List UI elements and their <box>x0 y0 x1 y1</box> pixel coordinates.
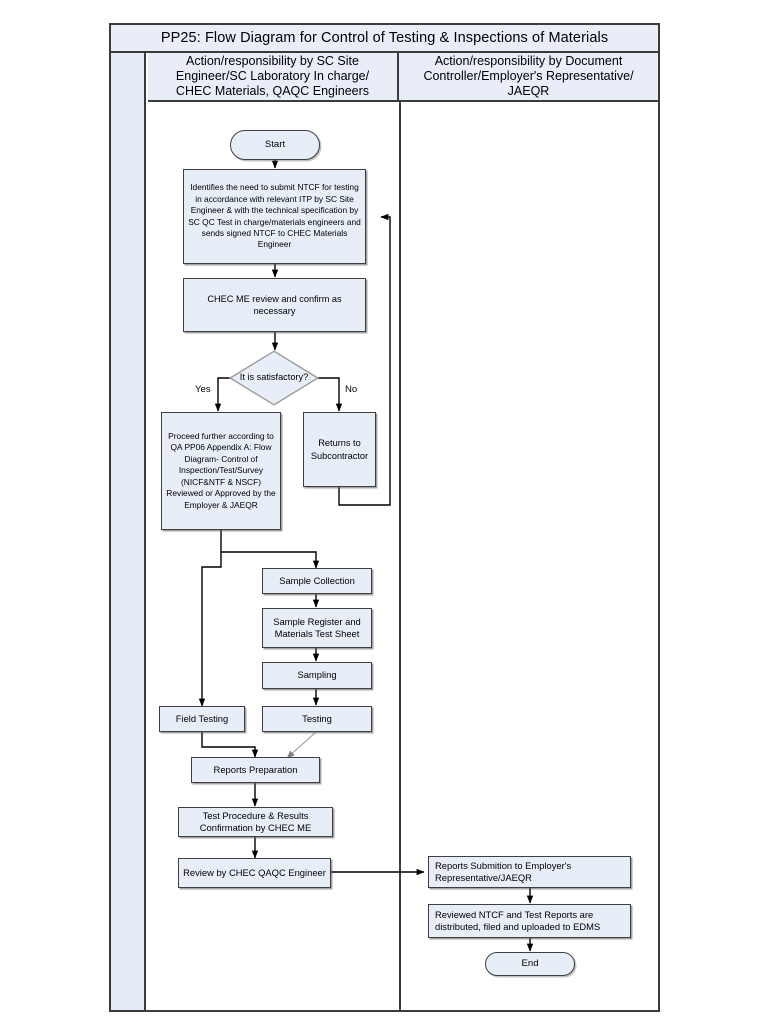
node-review-by-chec-qaqc-label: Review by CHEC QAQC Engineer <box>183 866 326 878</box>
node-reviewed-ntcf-edms-label: Reviewed NTCF and Test Reports are distr… <box>435 908 601 932</box>
node-start-label: Start <box>264 138 286 150</box>
swimlane-header-left-line3: CHEC Materials, QAQC Engineers <box>175 84 370 98</box>
node-returns-to-subcontractor[interactable]: Returns to Subcontractor <box>303 412 376 487</box>
swimlane-header-band: Action/responsibility by SC Site Enginee… <box>148 53 658 102</box>
branch-label-yes: Yes <box>195 384 211 395</box>
swimlane-header-right-line2: Controller/Employer's Representative/ <box>423 69 634 83</box>
node-sample-register-label: Sample Register and Materials Test Sheet <box>273 615 361 639</box>
swimlane-header-right: Action/responsibility by Document Contro… <box>399 53 658 102</box>
swimlane-header-left-line2: Engineer/SC Laboratory In charge/ <box>175 69 370 83</box>
node-reviewed-ntcf-edms[interactable]: Reviewed NTCF and Test Reports are distr… <box>428 904 631 938</box>
node-end[interactable]: End <box>485 952 575 976</box>
node-reports-submission[interactable]: Reports Submition to Employer's Represen… <box>428 856 631 888</box>
node-identify-ntcf[interactable]: Identifies the need to submit NTCF for t… <box>183 169 366 264</box>
node-test-procedure-confirmation-label: Test Procedure & Results Confirmation by… <box>199 809 312 833</box>
node-reports-submission-label: Reports Submition to Employer's Represen… <box>435 859 572 883</box>
node-reports-preparation[interactable]: Reports Preparation <box>191 757 320 783</box>
node-review-by-chec-qaqc[interactable]: Review by CHEC QAQC Engineer <box>178 858 331 888</box>
node-sample-collection-label: Sample Collection <box>279 574 355 586</box>
node-sampling-label: Sampling <box>297 669 337 681</box>
node-end-label: End <box>521 957 539 969</box>
swimlane-divider <box>399 102 401 1010</box>
node-decision-satisfactory[interactable]: It is satisfactory? <box>229 350 319 406</box>
node-field-testing-label: Field Testing <box>175 712 229 724</box>
node-decision-satisfactory-label: It is satisfactory? <box>239 372 309 383</box>
left-margin-column <box>111 53 146 1010</box>
branch-label-no: No <box>345 384 358 395</box>
node-proceed-further-label: Proceed further according to QA PP06 App… <box>166 431 276 510</box>
swimlane-header-left: Action/responsibility by SC Site Enginee… <box>148 53 399 102</box>
node-chec-me-review[interactable]: CHEC ME review and confirm as necessary <box>183 278 366 332</box>
node-reports-preparation-label: Reports Preparation <box>213 763 298 775</box>
node-proceed-further[interactable]: Proceed further according to QA PP06 App… <box>161 412 281 530</box>
node-identify-ntcf-label: Identifies the need to submit NTCF for t… <box>188 182 361 250</box>
swimlane-header-right-line1: Action/responsibility by Document <box>434 54 623 68</box>
swimlane-header-right-line3: JAEQR <box>507 84 550 98</box>
node-start[interactable]: Start <box>230 130 320 160</box>
node-sampling[interactable]: Sampling <box>262 662 372 689</box>
node-sample-register[interactable]: Sample Register and Materials Test Sheet <box>262 608 372 648</box>
node-testing[interactable]: Testing <box>262 706 372 732</box>
node-testing-label: Testing <box>302 712 332 724</box>
diagram-title-row: PP25: Flow Diagram for Control of Testin… <box>111 25 658 53</box>
node-returns-to-subcontractor-label: Returns to Subcontractor <box>310 438 369 461</box>
diagram-frame: PP25: Flow Diagram for Control of Testin… <box>109 23 660 1012</box>
diamond-shape <box>229 350 319 406</box>
node-field-testing[interactable]: Field Testing <box>159 706 245 732</box>
page-title: PP25: Flow Diagram for Control of Testin… <box>160 30 609 46</box>
swimlane-header-left-line1: Action/responsibility by SC Site <box>185 54 359 68</box>
node-test-procedure-confirmation[interactable]: Test Procedure & Results Confirmation by… <box>178 807 333 837</box>
node-sample-collection[interactable]: Sample Collection <box>262 568 372 594</box>
node-chec-me-review-label: CHEC ME review and confirm as necessary <box>207 293 342 316</box>
